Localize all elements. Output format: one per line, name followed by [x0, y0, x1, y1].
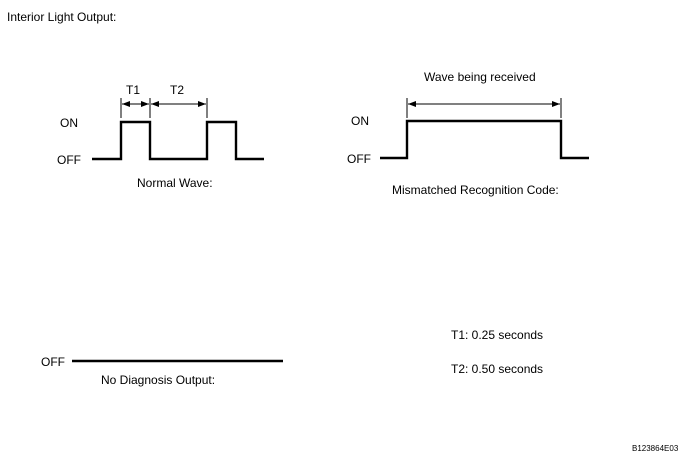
- no-output-off-label: OFF: [41, 355, 65, 369]
- normal-on-label: ON: [60, 116, 78, 130]
- mismatch-wave-caption: Mismatched Recognition Code:: [392, 183, 559, 197]
- t1-label: T1: [126, 83, 141, 97]
- mismatch-wave-diagram: [380, 98, 589, 160]
- normal-wave-caption: Normal Wave:: [137, 176, 213, 190]
- mismatch-on-label: ON: [351, 114, 369, 128]
- normal-off-label: OFF: [57, 153, 81, 167]
- t2-timing-note: T2: 0.50 seconds: [451, 362, 544, 376]
- wave-received-label: Wave being received: [424, 70, 536, 84]
- mismatch-wave-signal: [380, 119, 589, 160]
- page-title: Interior Light Output:: [7, 10, 117, 24]
- normal-wave-diagram: [92, 98, 264, 161]
- no-output-caption: No Diagnosis Output:: [101, 373, 216, 387]
- mismatch-off-label: OFF: [347, 152, 371, 166]
- normal-wave-signal: [92, 120, 264, 161]
- t2-label: T2: [170, 83, 185, 97]
- figure-id: B123864E03: [632, 444, 679, 453]
- t1-timing-note: T1: 0.25 seconds: [451, 328, 544, 342]
